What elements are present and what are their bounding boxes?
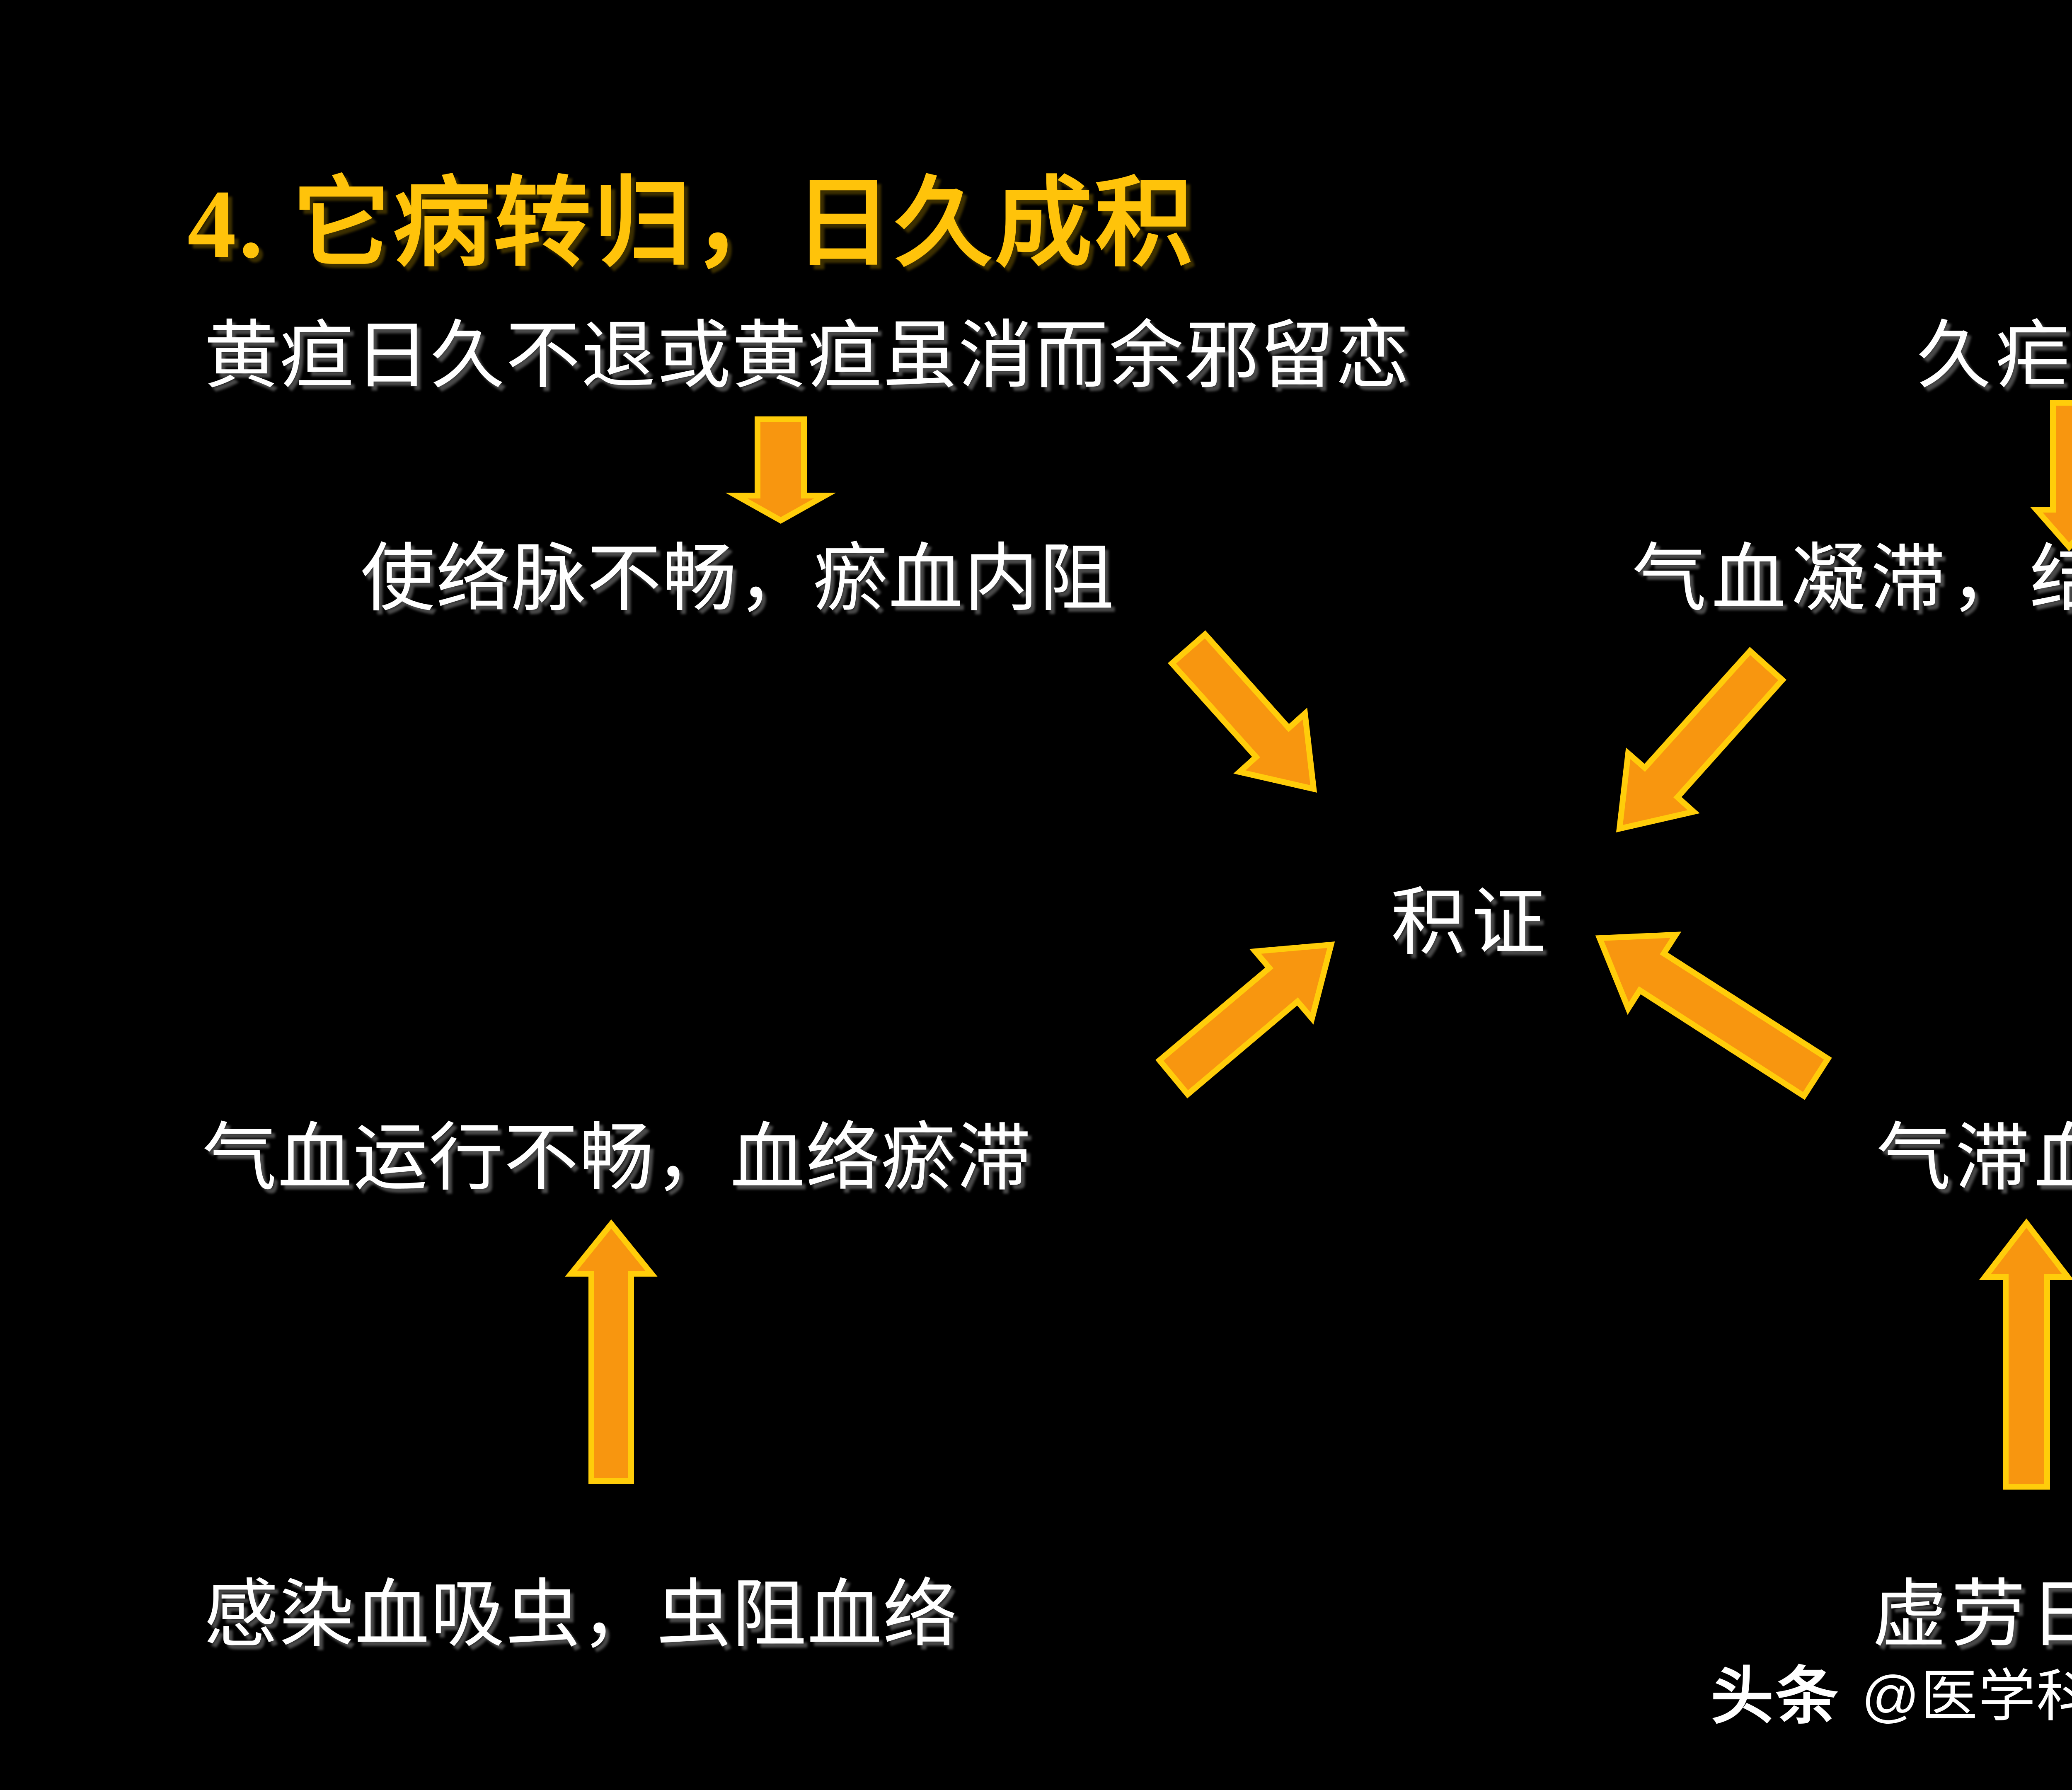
node-schistosome-infection: 感染血吸虫，虫阻血络	[204, 1574, 959, 1656]
node-chronic-malaria: 久疟不愈	[1917, 315, 2072, 397]
page-title: 4. 它病转归，日久成积	[187, 170, 1196, 278]
node-accumulation-syndrome: 积证	[1391, 882, 1552, 964]
node-qi-blood-congeal: 气血凝滞，结为疟母	[1632, 538, 2072, 620]
node-jaundice-lingering: 黄疸日久不退或黄疸虽消而余邪留恋	[204, 315, 1411, 397]
node-collateral-stasis: 使络脉不畅，瘀血内阻	[361, 538, 1115, 620]
node-qi-stagnation-blood-stasis: 气滞血瘀	[1876, 1117, 2072, 1200]
watermark-handle: @医学科普刘医生	[1861, 1664, 2072, 1728]
arrow-malaria-to-ningzhi	[2030, 400, 2072, 552]
arrow-qizhi-to-center	[1595, 931, 1832, 1100]
node-chronic-consumption: 虚劳日久	[1872, 1574, 2072, 1656]
arrow-yunxing-to-center	[1155, 941, 1335, 1098]
watermark-brand-logo: 头条	[1711, 1661, 1840, 1732]
arrow-ganran-to-yunxing	[565, 1219, 658, 1484]
arrow-luomai-to-center	[1168, 630, 1317, 793]
watermark: 头条 @医学科普刘医生	[1711, 1665, 2072, 1728]
arrow-ningzhi-to-center	[1616, 647, 1786, 833]
arrow-jaundice-to-luomai	[725, 416, 836, 524]
node-qi-blood-circulation-stasis: 气血运行不畅，血络瘀滞	[202, 1117, 1032, 1200]
arrow-xulao-to-qizhi	[1979, 1218, 2072, 1490]
